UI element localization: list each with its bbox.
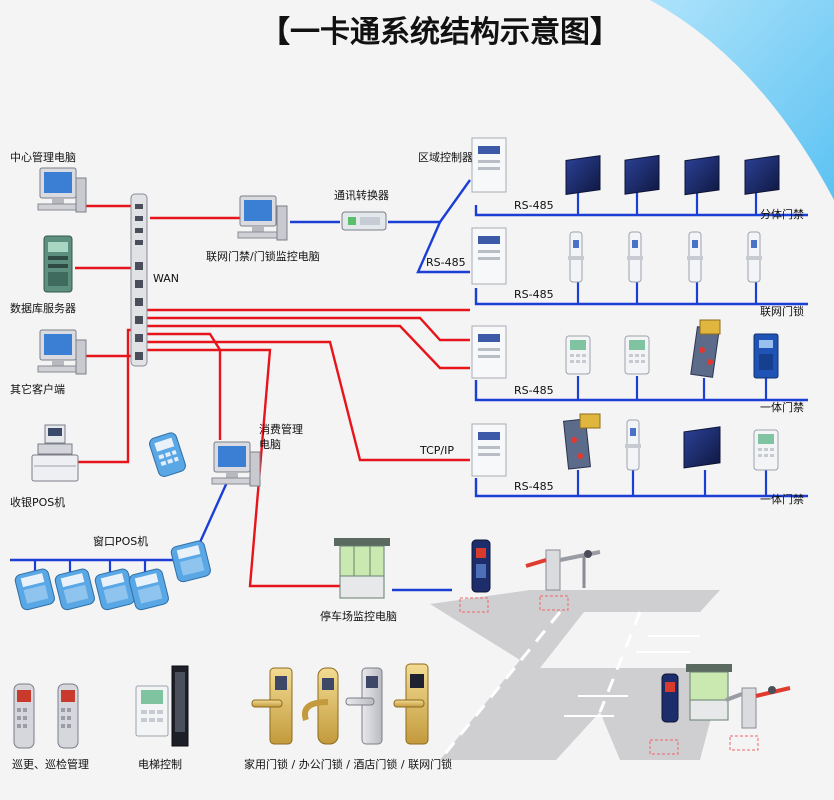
network-lock-label: 联网门锁 [760, 304, 804, 318]
window-pos-terminal-5 [170, 540, 211, 583]
road-lane-lines [564, 635, 700, 717]
split-access-panel-3 [684, 155, 720, 196]
parking-sensor-zone-4 [729, 735, 759, 751]
center-pc-icon [37, 167, 87, 213]
integrated-access-label-1: 一体门禁 [760, 400, 804, 414]
tcpip-label: TCP/IP [419, 444, 454, 457]
patrol-device-1 [13, 683, 35, 749]
sky-corner [650, 0, 834, 200]
network-lock-bottom [393, 663, 429, 745]
network-door-lock-4 [746, 231, 762, 283]
access-circuit-board-1 [690, 319, 721, 378]
exit-booth-icon [686, 664, 732, 721]
network-door-lock-3 [687, 231, 703, 283]
hotel-lock [345, 667, 383, 745]
split-access-panel-5 [683, 426, 721, 469]
window-pos-terminal-2 [54, 568, 95, 611]
camera-icon-2 [768, 686, 776, 694]
comm-converter-label: 通讯转换器 [334, 188, 389, 202]
zone-controller-2 [471, 227, 507, 285]
database-server-label: 数据库服务器 [10, 301, 76, 315]
zone-controller-4 [471, 423, 507, 477]
camera-icon-1 [584, 550, 592, 558]
network-door-lock-2 [627, 231, 643, 283]
consumption-pc-label-2: 电脑 [259, 438, 281, 451]
network-door-lock-1 [568, 231, 584, 283]
parking-ticket-kiosk-2 [661, 673, 679, 723]
split-access-label: 分体门禁 [760, 207, 804, 221]
rs485-label-1: RS-485 [514, 199, 554, 212]
road-marking-2 [598, 611, 642, 713]
database-server-icon [43, 235, 73, 293]
zone-controller-1 [471, 137, 507, 193]
handheld-pos-icon [149, 432, 186, 477]
door-monitor-pc-icon [237, 195, 288, 241]
wan-label: WAN [153, 272, 179, 285]
integrated-reader-1 [565, 335, 591, 375]
integrated-access-label-2: 一体门禁 [760, 492, 804, 506]
patrol-device-2 [57, 683, 79, 749]
road-marking-1 [438, 611, 562, 761]
split-access-panel-1 [565, 155, 601, 196]
parking-sensor-zone-2 [539, 595, 569, 611]
split-access-panel-2 [624, 154, 660, 195]
network-door-lock-5 [625, 419, 641, 471]
cashier-pos-icon [31, 424, 79, 482]
cashier-pos-label: 收银POS机 [10, 495, 65, 509]
zone-controller-3 [471, 325, 507, 379]
locks-label: 家用门锁 / 办公门锁 / 酒店门锁 / 联网门锁 [244, 757, 452, 771]
window-pos-terminal-1 [14, 568, 55, 611]
integrated-reader-3 [753, 429, 779, 471]
office-lock [302, 667, 339, 745]
parking-sensor-zone-1 [459, 597, 489, 613]
parking-booth-icon [334, 538, 390, 599]
elevator-control-panel [135, 685, 169, 737]
zone-controller-label: 区域控制器 [418, 150, 473, 164]
barrier-gate-1 [525, 549, 601, 591]
rs485-label-3: RS-485 [514, 288, 554, 301]
window-pos-terminal-3 [94, 568, 135, 611]
consumption-pc-icon [211, 441, 261, 487]
center-pc-label: 中心管理电脑 [10, 150, 76, 164]
consumption-pc-label-1: 消费管理 [259, 422, 303, 436]
window-pos-label: 窗口POS机 [93, 534, 148, 548]
rs485-label-5: RS-485 [514, 480, 554, 493]
elevator-controller-box [171, 665, 189, 747]
wan-switch [130, 193, 148, 367]
access-control-box-1 [753, 333, 779, 379]
parking-road [430, 590, 724, 760]
household-lock [251, 667, 293, 745]
elevator-label: 电梯控制 [138, 757, 182, 771]
parking-ticket-kiosk-1 [471, 539, 491, 593]
integrated-reader-2 [624, 335, 650, 375]
window-pos-terminal-4 [128, 568, 169, 611]
other-client-label: 其它客户端 [10, 382, 65, 396]
parking-pc-label: 停车场监控电脑 [320, 609, 397, 623]
parking-sensor-zone-3 [649, 739, 679, 755]
patrol-label: 巡更、巡检管理 [12, 757, 89, 771]
access-circuit-board-2 [563, 413, 601, 470]
other-client-pc-icon [37, 329, 87, 375]
comm-converter-icon [341, 211, 387, 231]
split-access-panel-4 [744, 154, 780, 195]
door-monitor-pc-label: 联网门禁/门锁监控电脑 [206, 249, 320, 263]
page-title: 【一卡通系统结构示意图】 [260, 15, 620, 50]
rs485-label-4: RS-485 [514, 384, 554, 397]
rs485-label-2: RS-485 [426, 256, 466, 269]
